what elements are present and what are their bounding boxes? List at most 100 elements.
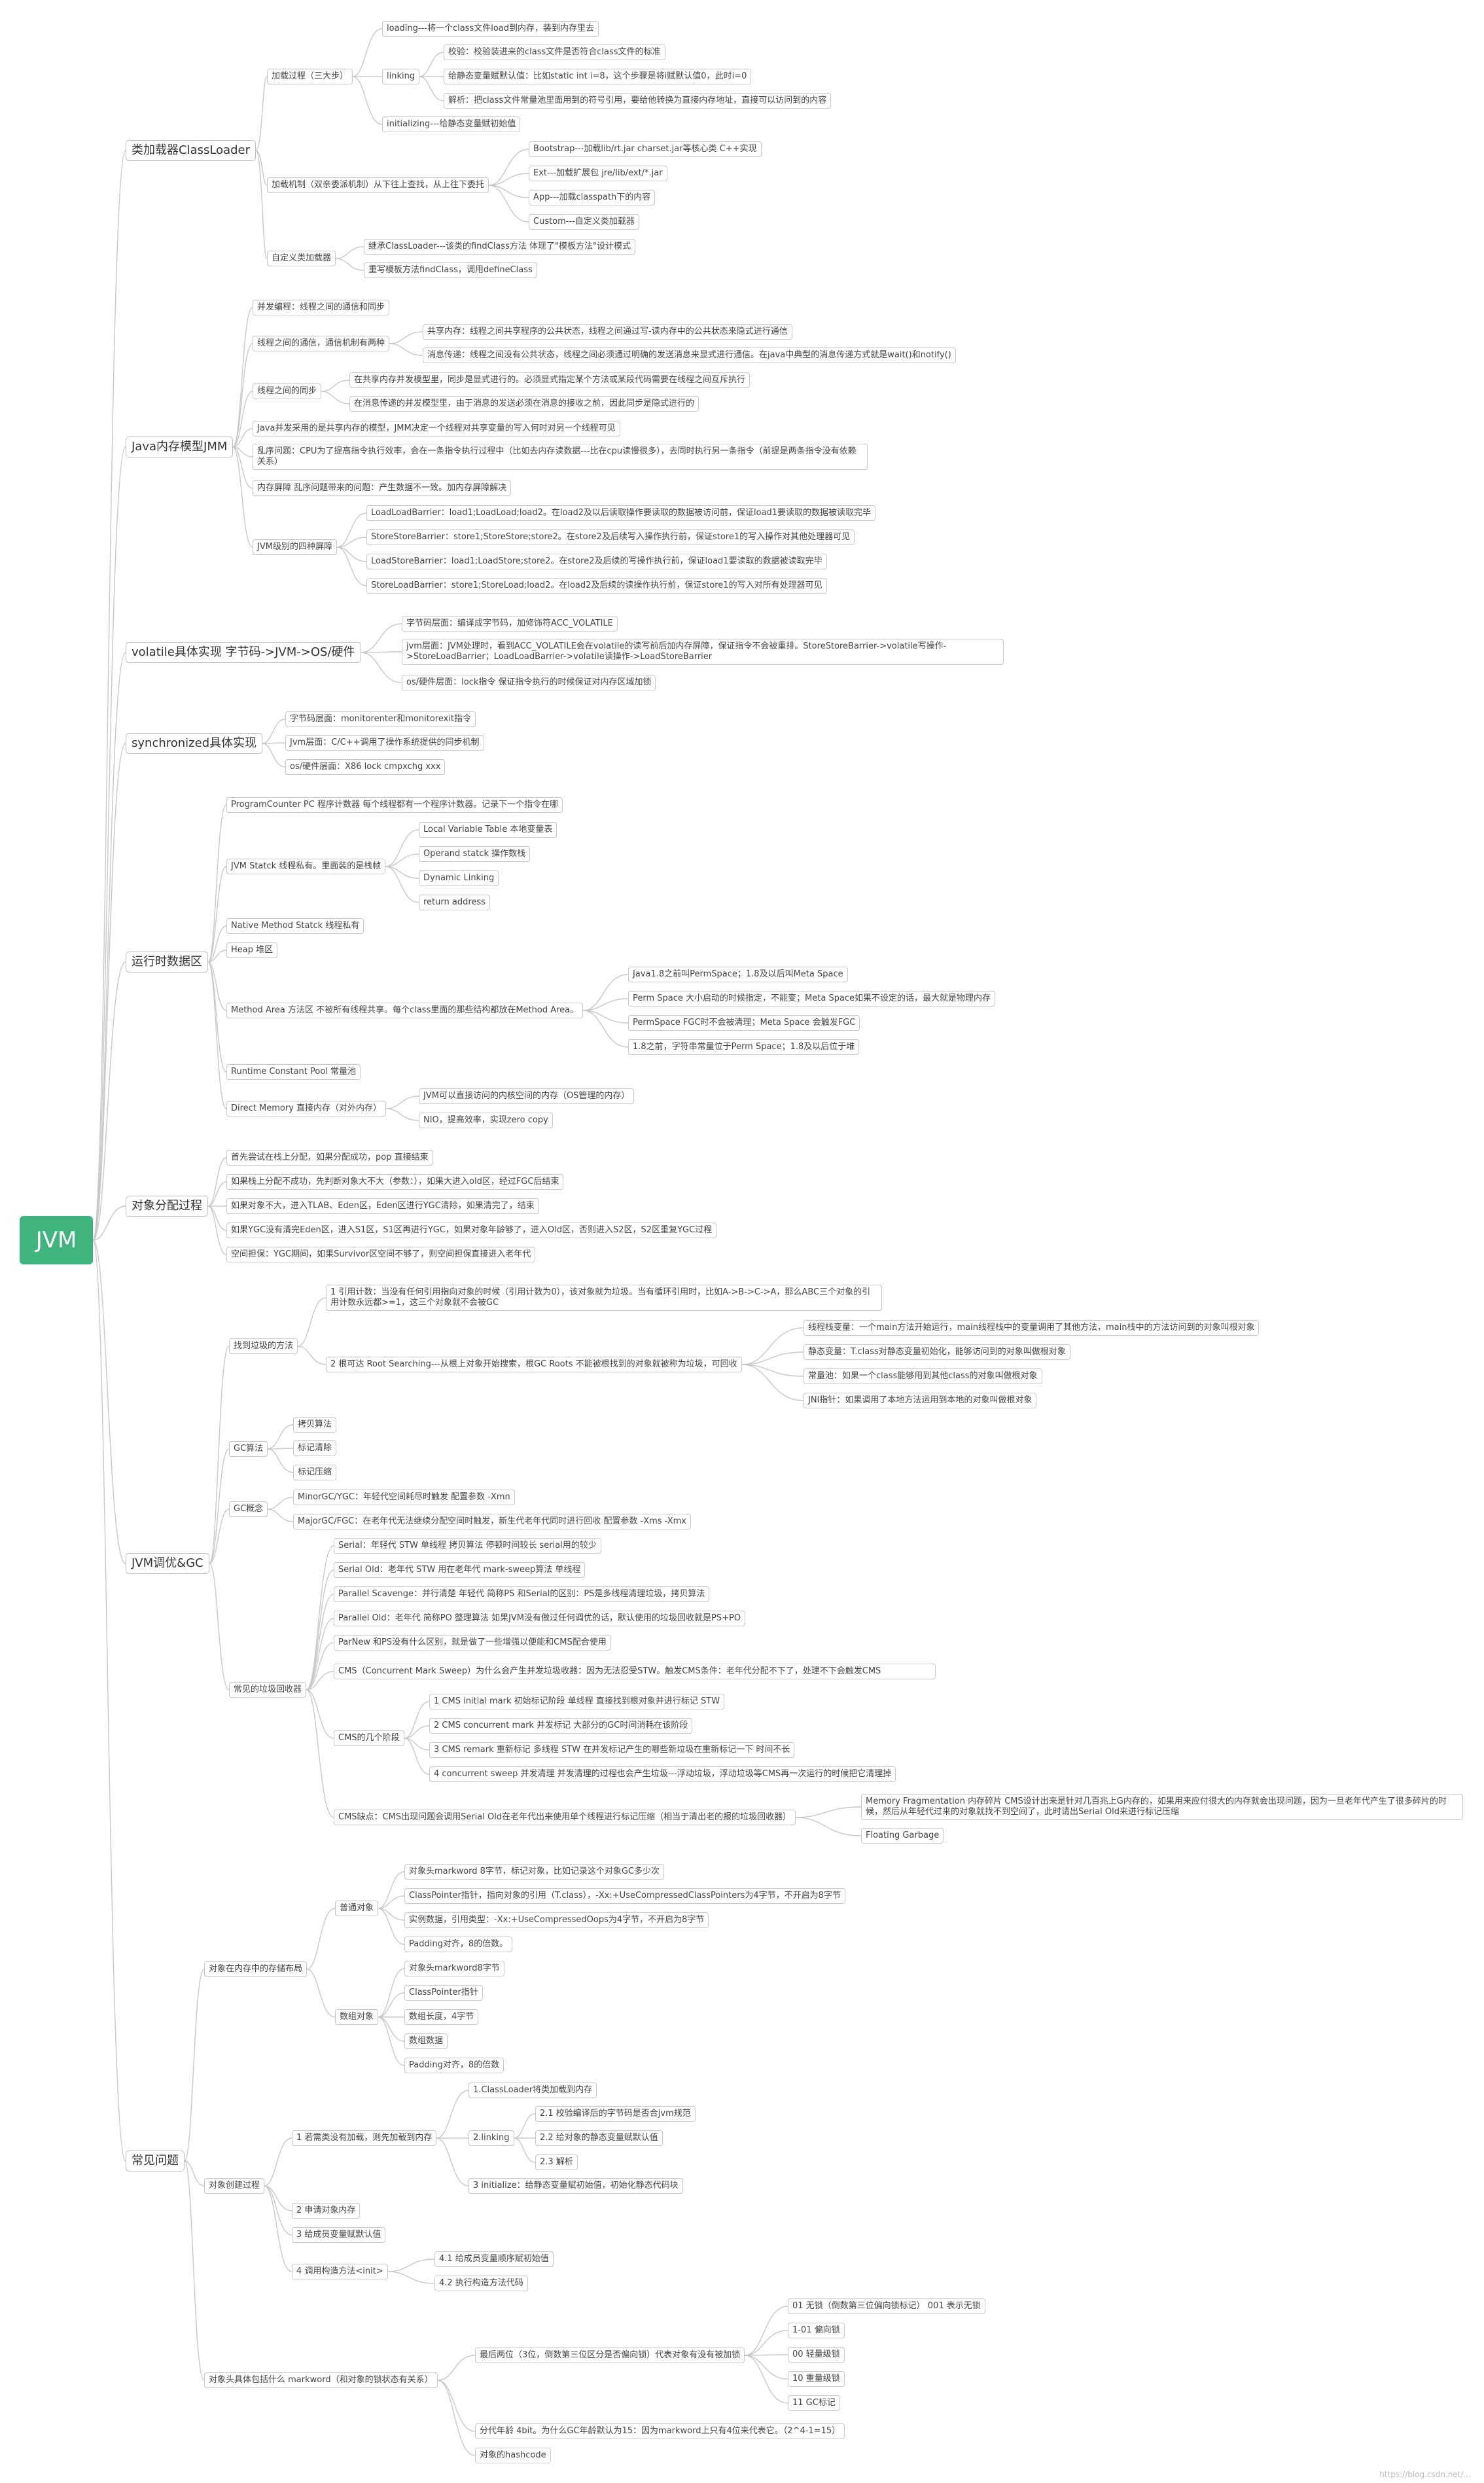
node-rt-7-2[interactable]: NIO，提高效率，实现zero copy [419,1113,553,1129]
node-cl-custom[interactable]: 自定义类加载器 [267,251,336,267]
node-cl-link-2[interactable]: 给静态变量赋默认值：比如static int i=8，这个步骤是将i赋默认值0，… [444,69,752,85]
node-cl-load-2[interactable]: linking [382,69,420,85]
node-obj-5[interactable]: 空间担保：YGC期间，如果Survivor区空间不够了，则空间担保直接进入老年代 [226,1247,536,1263]
node-jmm-7-2[interactable]: StoreStoreBarrier：store1;StoreStore;stor… [366,529,855,546]
node-faq-nor-2[interactable]: ClassPointer指针，指向对象的引用（T.class），-Xx:+Use… [404,1888,845,1904]
node-faq-cre[interactable]: 对象创建过程 [204,2178,265,2194]
node-rt-2-1[interactable]: Local Variable Table 本地变量表 [419,822,557,838]
node-obj-2[interactable]: 如果栈上分配不成功，先判断对象大不大（参数：），如果大进入old区，经过FGC后… [226,1174,564,1190]
node-jmm-6[interactable]: 内存屏障 乱序问题带来的问题：产生数据不一致。加内存屏障解决 [253,480,512,497]
node-rt-7[interactable]: Direct Memory 直接内存（对外内存） [226,1101,387,1117]
node-rt-7-1[interactable]: JVM可以直接访问的内核空间的内存（OS管理的内存） [419,1088,635,1105]
node-rt-1[interactable]: ProgramCounter PC 程序计数器 每个线程都有一个程序计数器。记录… [226,797,563,813]
node-rt-5-3[interactable]: PermSpace FGC时不会被清理；Meta Space 会触发FGC [628,1015,860,1031]
node-faq-arr-2[interactable]: ClassPointer指针 [404,1985,483,2001]
node-vol-2[interactable]: jvm层面：JVM处理时，看到ACC_VOLATILE会在volatile的读写… [402,638,1004,665]
node-faq-cre-4-2[interactable]: 4.2 执行构造方法代码 [434,2276,528,2292]
node-gc-root-2[interactable]: 静态变量：T.class对静态变量初始化，能够访问到的对象叫做根对象 [804,1344,1070,1361]
node-vol[interactable]: volatile具体实现 字节码->JVM->OS/硬件 [126,641,361,663]
node-cl-custom-1[interactable]: 继承ClassLoader---该类的findClass方法 体现了"模板方法"… [364,239,635,255]
node-faq-mw-1-3[interactable]: 00 轻量级锁 [788,2347,845,2363]
node-cl-load-3[interactable]: initializing---给静态变量赋初始值 [382,116,521,133]
node-rt-5[interactable]: Method Area 方法区 不被所有线程共享。每个class里面的那些结构都… [226,1003,584,1019]
node-gc-cms[interactable]: CMS的几个阶段 [334,1730,404,1747]
node-jmm-3[interactable]: 线程之间的同步 [253,384,322,400]
node-faq-cre-2[interactable]: 2 申请对象内存 [292,2203,361,2219]
node-vol-1[interactable]: 字节码层面：编译成字节码，加修饰符ACC_VOLATILE [402,616,618,632]
node-rt[interactable]: 运行时数据区 [126,951,208,973]
node-faq-mw-3[interactable]: 对象的hashcode [475,2448,551,2464]
node-faq-link-1[interactable]: 2.1 校验编译后的字节码是否合jvm规范 [535,2106,696,2122]
node-syn-1[interactable]: 字节码层面：monitorenter和monitorexit指令 [285,711,476,728]
node-gc-cms-4[interactable]: 4 concurrent sweep 并发清理 并发清理的过程也会产生垃圾---… [429,1766,896,1783]
node-gc-alg-2[interactable]: 标记清除 [293,1440,337,1457]
node-faq-mw[interactable]: 对象头具体包括什么 markword（和对象的锁状态有关系） [204,2372,438,2389]
node-jmm-5[interactable]: 乱序问题：CPU为了提高指令执行效率，会在一条指令执行过程中（比如去内存读数据-… [253,443,868,470]
node-cl-mech-1[interactable]: Bootstrap---加载lib/rt.jar charset.jar等核心类… [529,141,762,158]
node-faq-nor-1[interactable]: 对象头markword 8字节，标记对象，比如记录这个对象GC多少次 [404,1864,665,1880]
node-vol-3[interactable]: os/硬件层面：lock指令 保证指令执行的时候保证对内存区域加锁 [402,675,656,691]
node-faq-mw-1-1[interactable]: 01 无锁（倒数第三位偏向锁标记） 001 表示无锁 [788,2298,985,2315]
node-gc-col-5[interactable]: ParNew 和PS没有什么区别，就是做了一些增强以便能和CMS配合使用 [334,1635,611,1651]
node-rt-2-3[interactable]: Dynamic Linking [419,870,499,887]
node-rt-5-4[interactable]: 1.8之前，字符串常量位于Perm Space；1.8及以后位于堆 [628,1039,860,1056]
node-gc-cms-3[interactable]: 3 CMS remark 重新标记 多线程 STW 在并发标记产生的哪些新垃圾在… [429,1742,795,1759]
node-faq-mw-2[interactable]: 分代年龄 4bit。为什么GC年龄默认为15：因为markword上只有4位来代… [475,2423,845,2440]
node-rt-4[interactable]: Heap 堆区 [226,942,278,959]
node-gc-root-1[interactable]: 线程栈变量：一个main方法开始运行，main线程栈中的变量调用了其他方法，ma… [804,1320,1260,1336]
node-jmm-2-2[interactable]: 消息传递：线程之间没有公共状态，线程之间必须通过明确的发送消息来显式进行通信。在… [423,348,956,364]
node-gc-cms-2[interactable]: 2 CMS concurrent mark 并发标记 大部分的GC时间消耗在该阶… [429,1718,693,1734]
node-faq-cre-1[interactable]: 1 若需类没有加载，则先加载到内存 [292,2130,437,2147]
node-syn[interactable]: synchronized具体实现 [126,732,263,754]
node-cl-link-3[interactable]: 解析：把class文件常量池里面用到的符号引用，要给他转换为直接内存地址，直接可… [444,93,832,109]
node-gc-alg-3[interactable]: 标记压缩 [293,1465,337,1481]
node-jmm-7[interactable]: JVM级别的四种屏障 [253,539,337,556]
node-gc-col-1[interactable]: Serial：年轻代 STW 单线程 拷贝算法 停顿时间较长 serial用的较… [334,1538,601,1554]
node-gc-cmsbad[interactable]: CMS缺点：CMS出现问题会调用Serial Old在老年代出来使用单个线程进行… [334,1810,796,1826]
node-jmm-3-1[interactable]: 在共享内存并发模型里，同步是显式进行的。必须显式指定某个方法或某段代码需要在线程… [349,372,751,389]
node-faq-nor-4[interactable]: Padding对齐，8的倍数。 [404,1937,513,1953]
node-faq-nor[interactable]: 普通对象 [335,1901,379,1917]
node-faq-link-3[interactable]: 2.3 解析 [535,2154,578,2171]
node-cl-mech-3[interactable]: App---加载classpath下的内容 [529,190,656,206]
node-root[interactable]: JVM [20,1216,93,1264]
node-cl-mech-2[interactable]: Ext---加载扩展包 jre/lib/ext/*.jar [529,166,667,182]
node-jmm[interactable]: Java内存模型JMM [126,436,234,457]
node-faq-cre-1-3[interactable]: 3 initialize：给静态变量赋初始值，初始化静态代码块 [468,2178,683,2194]
node-gc-col-6[interactable]: CMS（Concurrent Mark Sweep）为什么会产生并发垃圾收器：因… [334,1664,936,1680]
node-jmm-2[interactable]: 线程之间的通信，通信机制有两种 [253,336,390,352]
node-jmm-7-1[interactable]: LoadLoadBarrier：load1;LoadLoad;load2。在lo… [366,505,876,522]
node-faq-mw-1-5[interactable]: 11 GC标记 [788,2395,840,2412]
node-gc-col-3[interactable]: Parallel Scavenge：并行清楚 年轻代 简称PS 和Serial的… [334,1586,710,1603]
node-rt-2[interactable]: JVM Statck 线程私有。里面装的是栈帧 [226,859,386,875]
node-faq-cre-3[interactable]: 3 给成员变量赋默认值 [292,2227,386,2243]
node-faq-cre-4-1[interactable]: 4.1 给成员变量顺序赋初始值 [434,2251,554,2268]
node-faq-arr-1[interactable]: 对象头markword8字节 [404,1961,504,1977]
node-faq-arr-3[interactable]: 数组长度，4字节 [404,2009,479,2026]
node-gc-cmsbad-1[interactable]: Memory Fragmentation 内存碎片 CMS设计出来是针对几百兆上… [861,1793,1463,1820]
node-jmm-7-4[interactable]: StoreLoadBarrier：store1;StoreLoad;load2。… [366,578,827,594]
node-obj-3[interactable]: 如果对象不大，进入TLAB、Eden区，Eden区进行YGC清除，如果清完了，结… [226,1198,539,1215]
node-faq-arr[interactable]: 数组对象 [335,2009,379,2026]
node-cl[interactable]: 类加载器ClassLoader [126,139,256,161]
node-faq-mw-1-2[interactable]: 1-01 偏向锁 [788,2323,845,2339]
node-gc-cmsbad-2[interactable]: Floating Garbage [861,1828,944,1844]
node-cl-mech-4[interactable]: Custom---自定义类加载器 [529,214,639,230]
node-gc[interactable]: JVM调优&GC [126,1552,209,1574]
node-syn-2[interactable]: Jvm层面：C/C++调用了操作系统提供的同步机制 [285,735,484,751]
node-rt-6[interactable]: Runtime Constant Pool 常量池 [226,1064,361,1081]
node-syn-3[interactable]: os/硬件层面：X86 lock cmpxchg xxx [285,759,446,776]
node-gc-cms-1[interactable]: 1 CMS initial mark 初始标记阶段 单线程 直接找到根对象并进行… [429,1694,725,1710]
node-gc-con[interactable]: GC概念 [229,1501,268,1518]
node-faq[interactable]: 常见问题 [126,2150,185,2171]
node-cl-custom-2[interactable]: 重写模板方法findClass，调用defineClass [364,262,537,279]
node-gc-root-3[interactable]: 常量池：如果一个class能够用到其他class的对象叫做根对象 [804,1368,1042,1385]
node-cl-mech[interactable]: 加载机制（双亲委派机制）从下往上查找，从上往下委托 [267,177,489,194]
node-gc-col-2[interactable]: Serial Old：老年代 STW 用在老年代 mark-sweep算法 单线… [334,1562,586,1579]
node-gc-alg[interactable]: GC算法 [229,1441,268,1457]
node-obj-1[interactable]: 首先尝试在栈上分配，如果分配成功，pop 直接结束 [226,1150,433,1166]
node-faq-mw-1-4[interactable]: 10 重量级锁 [788,2371,845,2387]
node-gc-col-4[interactable]: Parallel Old：老年代 简称PO 整理算法 如果JVM没有做过任何调优… [334,1611,746,1627]
node-gc-con-2[interactable]: MajorGC/FGC：在老年代无法继续分配空间时触发，新生代老年代同时进行回收… [293,1514,691,1530]
node-jmm-3-2[interactable]: 在消息传递的并发模型里，由于消息的发送必须在消息的接收之前，因此同步是隐式进行的 [349,396,699,412]
